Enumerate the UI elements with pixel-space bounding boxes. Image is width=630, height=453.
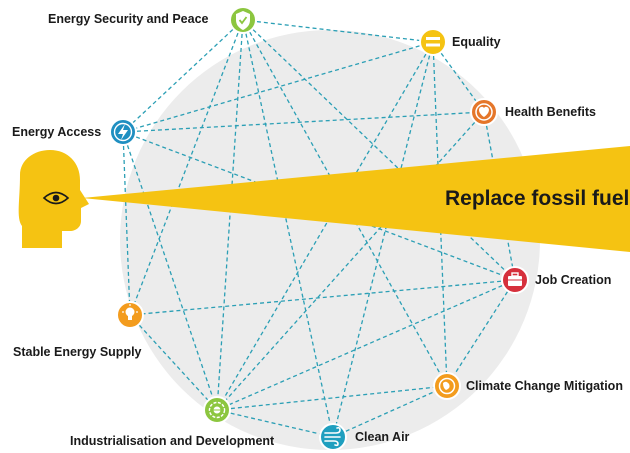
heart-pulse-icon <box>479 106 489 117</box>
label-climate-change-mitigation: Climate Change Mitigation <box>466 379 623 393</box>
node-energy-security-and-peace: Energy Security and Peace <box>48 6 257 34</box>
briefcase-icon <box>508 272 522 286</box>
replace-fossil-fuels-beam <box>82 146 630 252</box>
replace-fossil-fuels-text: Replace fossil fuels <box>445 187 630 210</box>
person-head-eye-icon <box>18 150 89 248</box>
label-stable-energy-supply: Stable Energy Supply <box>13 345 142 359</box>
label-health-benefits: Health Benefits <box>505 105 596 119</box>
equals-icon <box>426 37 440 47</box>
gear-globe-icon <box>208 401 226 419</box>
node-stable-energy-supply: Stable Energy Supply <box>13 301 144 359</box>
lightbulb-icon <box>122 304 138 320</box>
node-job-creation: Job Creation <box>501 266 611 294</box>
node-energy-access: Energy Access <box>12 118 137 146</box>
background-circle <box>120 30 540 450</box>
node-equality: Equality <box>419 28 501 56</box>
label-energy-security-and-peace: Energy Security and Peace <box>48 12 209 26</box>
node-health-benefits: Health Benefits <box>470 98 596 126</box>
label-energy-access: Energy Access <box>12 125 101 139</box>
lightning-icon <box>118 124 128 140</box>
node-clean-air: Clean Air <box>319 423 410 451</box>
label-clean-air: Clean Air <box>355 430 410 444</box>
node-industrialisation-and-development: Industrialisation and Development <box>70 396 275 448</box>
globe-leaf-icon <box>438 377 456 395</box>
wind-icon <box>324 426 341 447</box>
label-equality: Equality <box>452 35 501 49</box>
network-edges <box>122 19 516 438</box>
label-job-creation: Job Creation <box>535 273 611 287</box>
label-industrialisation-and-development: Industrialisation and Development <box>70 434 275 448</box>
node-climate-change-mitigation: Climate Change Mitigation <box>433 372 623 400</box>
